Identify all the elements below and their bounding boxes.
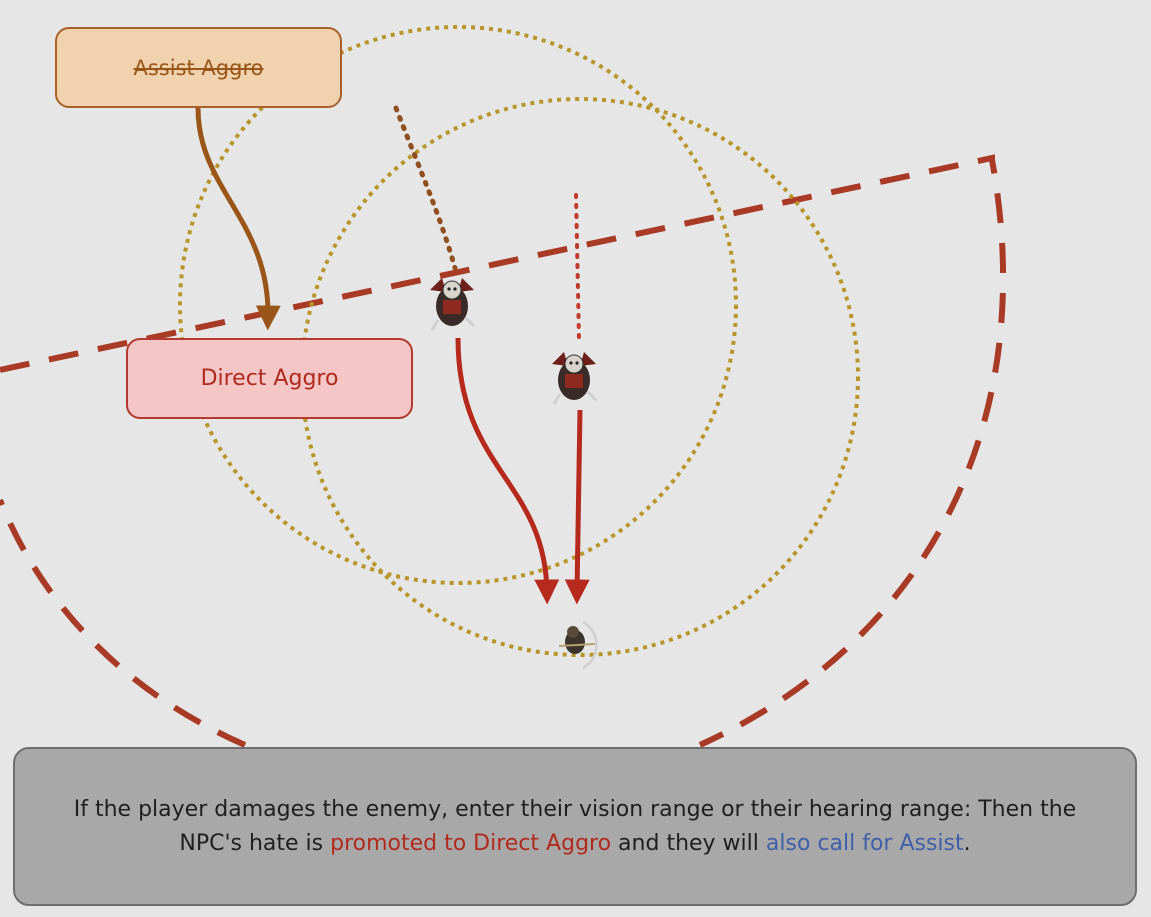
direct-aggro-arrow-right [564, 409, 590, 605]
caption-box: If the player damages the enemy, enter t… [13, 747, 1137, 906]
caption-text: If the player damages the enemy, enter t… [55, 793, 1095, 861]
assist-to-direct-arrow [195, 107, 281, 331]
direct-aggro-arrow-left [455, 337, 560, 605]
vision-range-cone [0, 154, 1007, 748]
assist-aggro-label: Assist Aggro [55, 27, 342, 108]
caption-part2: and they will [611, 830, 766, 856]
archer-player-icon [558, 620, 598, 670]
caption-highlight-direct: promoted to Direct Aggro [330, 830, 612, 856]
hearing-range-circle-left [178, 25, 738, 585]
skeleton-warrior-icon [552, 352, 598, 405]
skeleton-warrior-icon [430, 278, 476, 331]
enemy-trail-right [574, 193, 581, 342]
caption-part1: If the player damages the enemy, enter t… [73, 796, 1077, 856]
caption-part3: . [963, 830, 971, 856]
enemy-trail-left [393, 105, 458, 271]
caption-highlight-assist: also call for Assist [765, 830, 964, 856]
direct-aggro-label: Direct Aggro [126, 338, 413, 419]
